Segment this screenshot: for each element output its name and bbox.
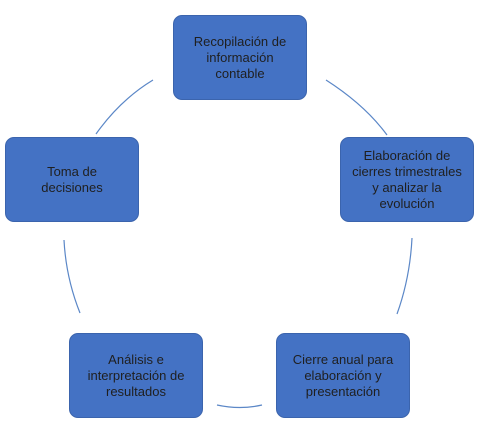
node-cierre-anual: Cierre anual para elaboración y presenta…	[276, 333, 410, 418]
node-recopilacion-informacion: Recopilación de información contable	[173, 15, 307, 100]
connector-arc-2	[396, 237, 413, 315]
node-label: Elaboración de cierres trimestrales y an…	[352, 147, 462, 211]
connector-arc-5	[95, 79, 154, 135]
node-elaboracion-cierres: Elaboración de cierres trimestrales y an…	[340, 137, 474, 222]
node-label: Recopilación de información contable	[193, 33, 287, 81]
node-label: Análisis e interpretación de resultados	[87, 351, 185, 399]
connector-arc-4	[63, 239, 81, 314]
connector-arc-1	[325, 79, 388, 136]
node-analisis-interpretacion: Análisis e interpretación de resultados	[69, 333, 203, 418]
node-label: Cierre anual para elaboración y presenta…	[292, 351, 394, 399]
node-label: Toma de decisiones	[41, 163, 103, 195]
connector-arc-3	[216, 404, 263, 409]
node-toma-decisiones: Toma de decisiones	[5, 137, 139, 222]
